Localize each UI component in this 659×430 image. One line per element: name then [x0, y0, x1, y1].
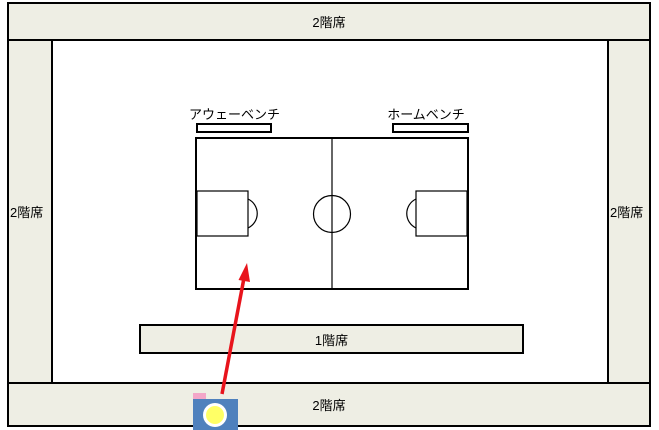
camera-lens [206, 406, 224, 424]
stand-bottom-label: 2階席 [312, 398, 346, 413]
pitch [195, 137, 469, 290]
home-bench-label: ホームベンチ [387, 107, 465, 122]
right-penalty-box [415, 190, 468, 237]
camera-icon [193, 393, 238, 430]
stand-bottom: 2階席 [7, 382, 651, 427]
stand-right-label: 2階席 [610, 205, 644, 220]
away-bench [196, 123, 272, 133]
home-bench [392, 123, 469, 133]
stand-first-floor-label: 1階席 [314, 332, 349, 348]
camera-flash [193, 393, 206, 400]
away-bench-label: アウェーベンチ [189, 107, 281, 122]
stand-left-label: 2階席 [10, 205, 44, 220]
stand-first-floor: 1階席 [139, 324, 524, 354]
right-penalty-arc [406, 198, 417, 229]
arrow-icon [220, 263, 250, 395]
left-penalty-arc [247, 198, 258, 229]
arrow-shaft [220, 277, 246, 395]
arrow-head [238, 263, 250, 282]
stand-left: 2階席 [7, 39, 53, 384]
center-circle [312, 194, 352, 234]
left-penalty-box [196, 190, 249, 237]
stand-top-label: 2階席 [312, 15, 346, 30]
stand-right: 2階席 [607, 39, 651, 384]
stand-top: 2階席 [7, 2, 651, 41]
